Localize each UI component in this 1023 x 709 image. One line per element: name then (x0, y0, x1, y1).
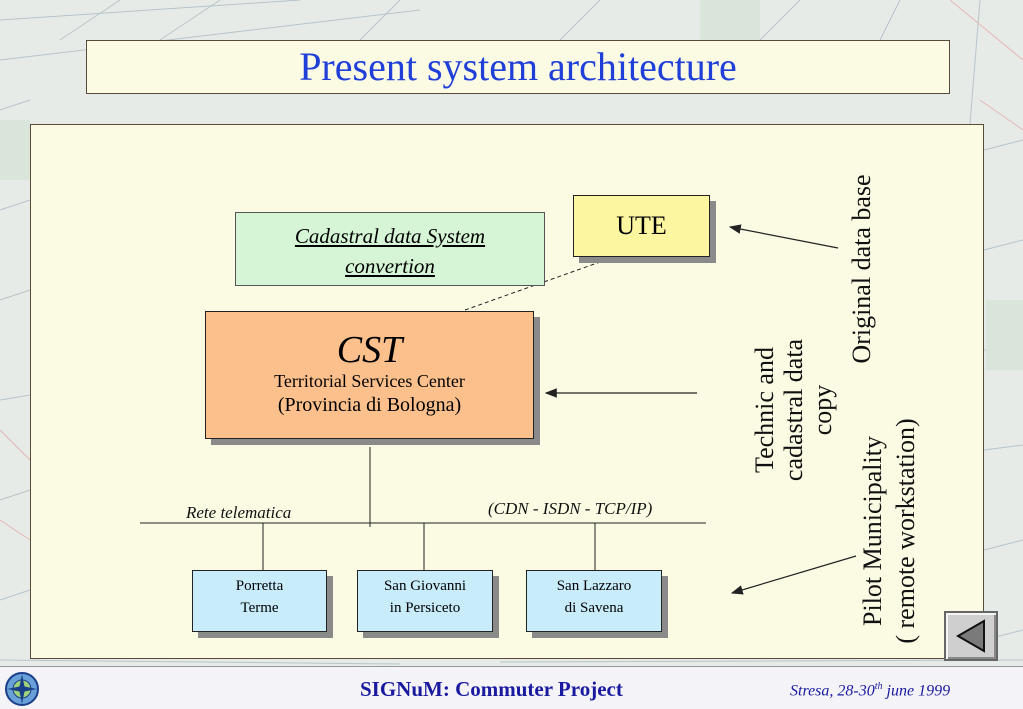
back-triangle-icon (955, 619, 985, 653)
cst-province: (Provincia di Bologna) (277, 394, 462, 416)
back-button[interactable] (944, 611, 998, 661)
node1-line2: Terme (240, 600, 279, 616)
cadastral-conversion-box: Cadastral data System convertion (235, 212, 545, 286)
page-title: Present system architecture (86, 40, 950, 94)
cst-subtitle: Territorial Services Center (274, 371, 465, 391)
cadastral-line1: Cadastral data System (294, 224, 486, 248)
pilot-line2: ( remote workstation) (891, 418, 920, 644)
pilot-municipality-label: Pilot Municipality ( remote workstation) (856, 400, 926, 662)
cadastral-line2: convertion (345, 254, 435, 278)
technic-copy-label: Technic and cadastral data copy (750, 280, 837, 540)
node1-line1: Porretta (235, 578, 284, 594)
footer-date-sup: th (874, 681, 883, 692)
network-left-label: Rete telematica (186, 503, 292, 522)
node3-line2: di Savena (564, 600, 624, 616)
node-porretta-terme: Porretta Terme (192, 570, 327, 632)
node2-line2: in Persiceto (389, 600, 461, 616)
pilot-line1: Pilot Municipality (858, 436, 887, 626)
footer-date: Stresa, 28-30th june 1999 (790, 681, 950, 700)
footer-bar: SIGNuM: Commuter Project Stresa, 28-30th… (0, 666, 1023, 709)
network-protocol-label: (CDN - ISDN - TCP/IP) (488, 499, 653, 518)
ute-box: UTE (573, 195, 710, 257)
footer-date-suffix: june 1999 (882, 682, 951, 700)
cst-box: CST Territorial Services Center (Provinc… (205, 311, 534, 439)
cst-title: CST (336, 329, 403, 371)
footer-project-title: SIGNuM: Commuter Project (360, 677, 623, 701)
node-san-lazzaro: San Lazzaro di Savena (526, 570, 662, 632)
technic-line3: copy (808, 384, 837, 436)
node3-line1: San Lazzaro (556, 578, 632, 594)
technic-line2: cadastral data (779, 338, 808, 482)
node-san-giovanni: San Giovanni in Persiceto (357, 570, 493, 632)
node2-line1: San Giovanni (383, 578, 467, 594)
compass-logo-icon (5, 672, 39, 706)
footer-date-prefix: Stresa, 28-30 (790, 682, 875, 700)
technic-line1: Technic and (750, 347, 779, 473)
original-database-label: Original data base (847, 174, 876, 364)
